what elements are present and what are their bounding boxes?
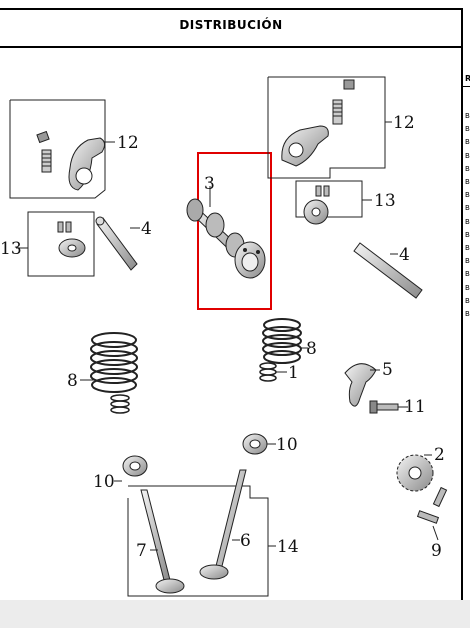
sprocket-bolts	[416, 486, 448, 541]
rocker-arm-group-right	[267, 76, 392, 179]
parts-list-row: B	[465, 230, 470, 239]
callout-12-left: 12	[117, 133, 139, 153]
callout-12-right: 12	[393, 113, 415, 133]
callout-2: 2	[434, 445, 445, 465]
tensioner-bolt	[369, 400, 408, 414]
callout-8-left: 8	[67, 371, 78, 391]
parts-list-row: B	[465, 164, 470, 173]
parts-list-row: B	[465, 178, 470, 186]
parts-list-row: B	[465, 217, 470, 226]
callout-10-left: 10	[93, 472, 115, 492]
parts-list-row: B	[465, 112, 470, 120]
parts-list-row: B	[465, 296, 470, 305]
valve-spring-right	[262, 318, 308, 364]
callout-4-left: 4	[141, 219, 152, 239]
parts-list-row: B	[465, 204, 470, 213]
exploded-parts-diagram: 3 12 12 13 13 4 4 8 8 1 5 11 2 9 10 10 7…	[0, 76, 448, 597]
callout-10-right: 10	[276, 435, 298, 455]
callout-11: 11	[404, 397, 426, 417]
valve-stem-seal	[259, 362, 287, 382]
parts-list-row: B	[465, 191, 470, 200]
camshaft-highlighted[interactable]	[186, 152, 272, 310]
rocker-shaft-right	[353, 242, 423, 299]
rocker-shaft-left	[95, 216, 140, 271]
callout-7: 7	[136, 541, 147, 561]
parts-list-header-rule	[463, 86, 470, 87]
parts-list-row: B	[465, 151, 470, 160]
parts-list-row: B	[465, 270, 470, 279]
header-top-rule	[0, 8, 470, 10]
valve-retainer-right	[242, 433, 276, 455]
page-background-strip	[0, 600, 470, 628]
valve-spring-left	[80, 332, 138, 414]
callout-5: 5	[382, 360, 393, 380]
cam-sprocket	[396, 454, 434, 492]
parts-list-row: B	[465, 257, 470, 266]
valve-cotter-group-right	[295, 180, 372, 225]
cam-chain-tensioner	[344, 363, 380, 407]
callout-3: 3	[204, 174, 215, 194]
parts-list-row: B	[465, 283, 470, 292]
exhaust-valve	[140, 489, 185, 594]
header-bottom-rule	[0, 46, 470, 48]
page-title: DISTRIBUCIÓN	[179, 18, 283, 32]
callout-14: 14	[277, 537, 299, 557]
parts-list-row: B	[465, 138, 470, 147]
callout-1: 1	[288, 363, 299, 383]
callout-13-right: 13	[374, 191, 396, 211]
parts-list-row: B	[465, 244, 470, 252]
parts-list-header: R	[465, 74, 470, 83]
callout-13-left: 13	[0, 239, 22, 259]
parts-list-row: B	[465, 125, 470, 134]
callout-6: 6	[240, 531, 251, 551]
highlight-box	[197, 152, 272, 310]
callout-9: 9	[431, 541, 442, 561]
valve-cotter-group-left	[16, 211, 95, 277]
rocker-arm-group-left	[9, 99, 115, 199]
valve-retainer-left	[114, 455, 148, 482]
parts-list-row: B	[465, 310, 470, 318]
intake-valve	[199, 469, 247, 580]
callout-8-right: 8	[306, 339, 317, 359]
callout-4-right: 4	[399, 245, 410, 265]
valve-group-box	[127, 485, 276, 597]
